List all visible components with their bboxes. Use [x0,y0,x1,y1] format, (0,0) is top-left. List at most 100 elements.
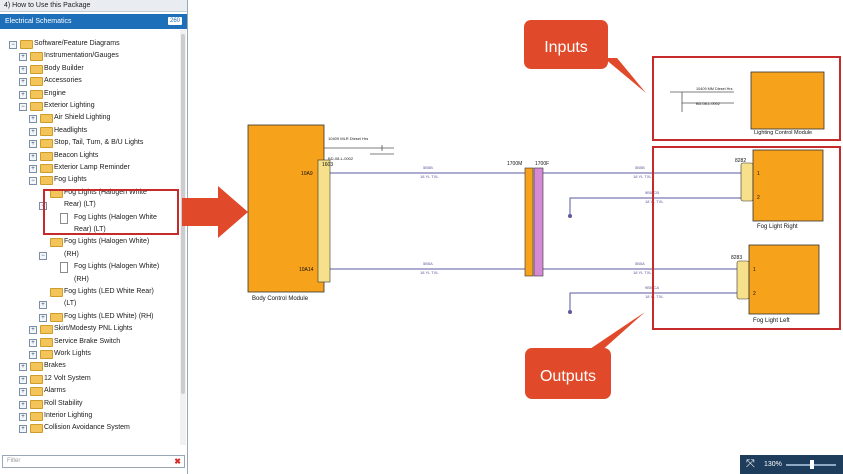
expand-icon[interactable]: + [19,400,27,409]
filter-input[interactable]: Filter ✖ [2,455,185,468]
tree-item[interactable]: +12 Volt System [0,373,180,385]
tree-item[interactable]: + Air Shield Lighting [0,112,180,124]
tree-item[interactable]: +Engine [0,88,180,100]
fit-to-screen-icon[interactable]: ⤧ [746,458,755,470]
bcm-wire-label-1: 10409 MLR Diesel Hrs [328,136,368,141]
expand-icon[interactable]: + [29,115,37,124]
expand-icon[interactable]: + [29,351,37,359]
folder-icon [30,64,43,74]
tree-item-label: Instrumentation/Gauges [44,52,119,60]
folder-icon [30,89,43,99]
tree-item[interactable]: (RH) [0,274,180,286]
expand-icon[interactable]: + [19,53,27,62]
wire-bot-b-id: 5B5A [635,261,645,266]
collapse-icon[interactable]: − [39,251,47,260]
tree-item[interactable]: +Accessories [0,75,180,87]
expand-icon[interactable]: + [29,140,37,149]
expand-icon[interactable]: + [19,65,27,74]
tree-item[interactable]: +Stop, Tail, Turn, & B/U Lights [0,137,180,149]
tree-item[interactable]: Fog Lights (Halogen White) [0,236,180,248]
tree-item[interactable]: +Brakes [0,360,180,372]
document-icon [60,212,68,224]
schematic-canvas[interactable]: 1603 10A9 10A14 Body Control Module 1040… [189,0,843,474]
folder-icon [40,126,53,136]
tree-item[interactable]: −Software/Feature Diagrams [0,38,180,50]
tree-item[interactable]: +Alarms [0,385,180,397]
tree-item[interactable]: + Instrumentation/Gauges [0,50,180,62]
tree-item[interactable]: + Work Lights [0,348,180,360]
section-count-badge: 260 [167,17,182,25]
folder-icon [30,52,43,62]
tree-item[interactable]: +Collision Avoidance System [0,422,180,434]
folder-icon [30,102,43,111]
body-control-module-label: Body Control Module [252,296,309,302]
folder-icon [40,164,53,173]
folder-icon [40,114,53,124]
status-bar: ⤧ 130% [740,455,843,474]
splice-connector-left [524,167,534,277]
expand-icon[interactable]: + [19,425,27,434]
tree-item[interactable]: Rear) (LT) [0,224,180,236]
tree-item[interactable]: +(LT) [0,298,180,310]
tree-item-label: Headlights [54,126,88,134]
outputs-callout [525,348,611,399]
body-control-module [247,124,325,293]
tree-item[interactable]: +Interior Lighting [0,410,180,422]
expand-icon[interactable]: + [19,363,27,372]
inputs-callout-label: Inputs [544,39,588,56]
folder-icon [30,424,43,434]
tree-item-label: (RH) [74,275,89,283]
expand-icon[interactable]: + [29,338,37,347]
expand-icon[interactable]: + [19,413,27,421]
tree-item[interactable]: − Rear) (LT) [0,199,180,211]
tree-item-label: Rear) (LT) [64,201,96,209]
tree-scrollbar-thumb[interactable] [181,34,185,394]
how-to-use-link[interactable]: 4) How to Use this Package [0,0,187,12]
tree-item[interactable]: +Exterior Lamp Reminder [0,162,180,174]
tree-item-label: Work Lights [54,350,91,357]
tree-item[interactable]: +Roll Stability [0,398,180,410]
tree-item[interactable]: +Beacon Lights [0,150,180,162]
expand-icon[interactable]: + [19,90,27,99]
expand-icon[interactable]: + [29,127,37,136]
expand-icon[interactable]: + [19,388,27,397]
collapse-icon[interactable]: − [19,103,27,111]
inputs-callout [524,20,608,69]
tree-item[interactable]: −(RH) [0,249,180,261]
section-header[interactable]: Electrical Schematics 260 [0,14,187,29]
inputs-highlight-box [652,56,841,141]
folder-icon [50,188,63,198]
clear-filter-icon[interactable]: ✖ [174,457,181,466]
expand-icon[interactable]: + [29,326,37,335]
tree-item[interactable]: Fog Lights (Halogen White) [0,261,180,274]
right-connector-label: 8282 [735,158,746,164]
tree-item[interactable]: + Headlights [0,125,180,137]
tree-item-label: Air Shield Lighting [54,114,111,122]
expand-icon[interactable]: + [29,152,37,161]
expand-icon[interactable]: + [29,165,37,173]
tree-item-label: Fog Lights (LED White Rear) [64,288,154,295]
zoom-slider-thumb[interactable] [810,460,814,469]
collapse-icon[interactable]: − [29,177,37,186]
tree-item[interactable]: Fog Lights (LED White Rear) [0,286,180,298]
expand-icon[interactable]: + [19,375,27,384]
tree-item[interactable]: Fog Lights (Halogen White [0,187,180,199]
collapse-icon[interactable]: − [39,202,47,211]
left-pin-1: 1 [753,267,756,273]
right-pin-2: 2 [757,195,760,201]
tree-item[interactable]: +Service Brake Switch [0,336,180,348]
outputs-callout-label: Outputs [540,368,596,385]
expand-icon[interactable]: + [39,301,47,310]
section-title: Electrical Schematics [5,18,72,25]
tree-item[interactable]: +Body Builder [0,63,180,75]
collapse-icon[interactable]: − [9,41,17,49]
tree-item[interactable]: Fog Lights (Halogen White [0,212,180,224]
tree-item[interactable]: +Skirt/Modesty PNL Lights [0,323,180,335]
wire-bot-gnd-spec: 18 YL TXL [645,294,664,299]
expand-icon[interactable]: + [39,313,47,322]
expand-icon[interactable]: + [19,78,27,87]
tree-item[interactable]: +Fog Lights (LED White) (RH) [0,311,180,323]
tree-item[interactable]: −Exterior Lighting [0,100,180,112]
wire-top-b-id: 5B5B [635,165,645,170]
tree-item[interactable]: −Fog Lights [0,174,180,186]
